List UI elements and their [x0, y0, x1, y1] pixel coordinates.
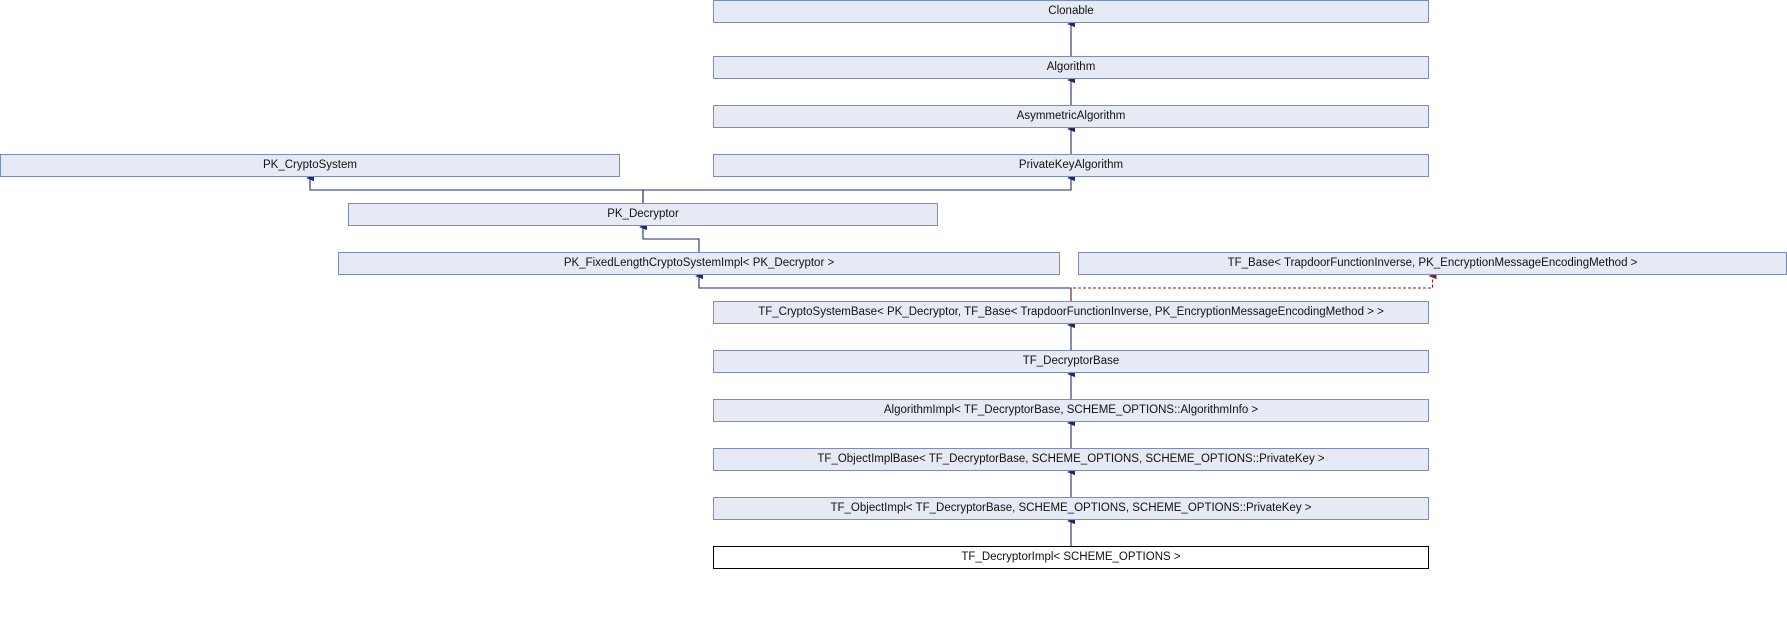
class-node-privatekey-algorithm[interactable]: PrivateKeyAlgorithm	[713, 154, 1429, 177]
class-node-label: PK_Decryptor	[607, 208, 679, 220]
class-node-pk-cryptosystem[interactable]: PK_CryptoSystem	[0, 154, 620, 177]
class-node-tf-decryptorbase[interactable]: TF_DecryptorBase	[713, 350, 1429, 373]
edge-pk-fixedlength-cryptosystemimpl-to-pk-decryptor	[639, 223, 700, 252]
class-node-algorithmimpl[interactable]: AlgorithmImpl< TF_DecryptorBase, SCHEME_…	[713, 399, 1429, 422]
class-node-label: PrivateKeyAlgorithm	[1018, 159, 1124, 171]
edge-pk-decryptor-to-pk-cryptosystem	[306, 174, 644, 203]
class-node-label: TF_ObjectImplBase< TF_DecryptorBase, SCH…	[817, 453, 1325, 465]
edge-pk-decryptor-to-privatekey-algorithm	[642, 174, 1075, 203]
class-node-label: Clonable	[1048, 5, 1094, 17]
class-node-pk-decryptor[interactable]: PK_Decryptor	[348, 203, 938, 226]
class-node-tf-base[interactable]: TF_Base< TrapdoorFunctionInverse, PK_Enc…	[1078, 252, 1787, 275]
class-node-label: TF_DecryptorBase	[1022, 355, 1120, 367]
class-node-tf-objectimplbase[interactable]: TF_ObjectImplBase< TF_DecryptorBase, SCH…	[713, 448, 1429, 471]
class-node-label: Algorithm	[1046, 61, 1096, 73]
class-node-label: TF_Base< TrapdoorFunctionInverse, PK_Enc…	[1227, 257, 1638, 269]
class-node-tf-cryptosystembase[interactable]: TF_CryptoSystemBase< PK_Decryptor, TF_Ba…	[713, 301, 1429, 324]
class-node-label: PK_FixedLengthCryptoSystemImpl< PK_Decry…	[563, 257, 835, 269]
class-node-asymmetric-algorithm[interactable]: AsymmetricAlgorithm	[713, 105, 1429, 128]
class-node-label: TF_ObjectImpl< TF_DecryptorBase, SCHEME_…	[830, 502, 1312, 514]
edge-tf-cryptosystembase-to-pk-fixedlength-cryptosystemimpl	[695, 272, 1072, 301]
class-node-label: TF_CryptoSystemBase< PK_Decryptor, TF_Ba…	[758, 306, 1384, 318]
class-node-tf-decryptorimpl[interactable]: TF_DecryptorImpl< SCHEME_OPTIONS >	[713, 546, 1429, 569]
class-node-label: TF_DecryptorImpl< SCHEME_OPTIONS >	[961, 551, 1181, 563]
class-node-label: AlgorithmImpl< TF_DecryptorBase, SCHEME_…	[883, 404, 1259, 416]
class-node-pk-fixedlength-cryptosystemimpl[interactable]: PK_FixedLengthCryptoSystemImpl< PK_Decry…	[338, 252, 1060, 275]
class-node-tf-objectimpl[interactable]: TF_ObjectImpl< TF_DecryptorBase, SCHEME_…	[713, 497, 1429, 520]
class-node-label: AsymmetricAlgorithm	[1016, 110, 1126, 122]
class-node-algorithm[interactable]: Algorithm	[713, 56, 1429, 79]
class-node-label: PK_CryptoSystem	[263, 159, 357, 171]
class-node-clonable[interactable]: Clonable	[713, 0, 1429, 23]
edge-tf-cryptosystembase-to-tf-base	[1070, 272, 1437, 301]
